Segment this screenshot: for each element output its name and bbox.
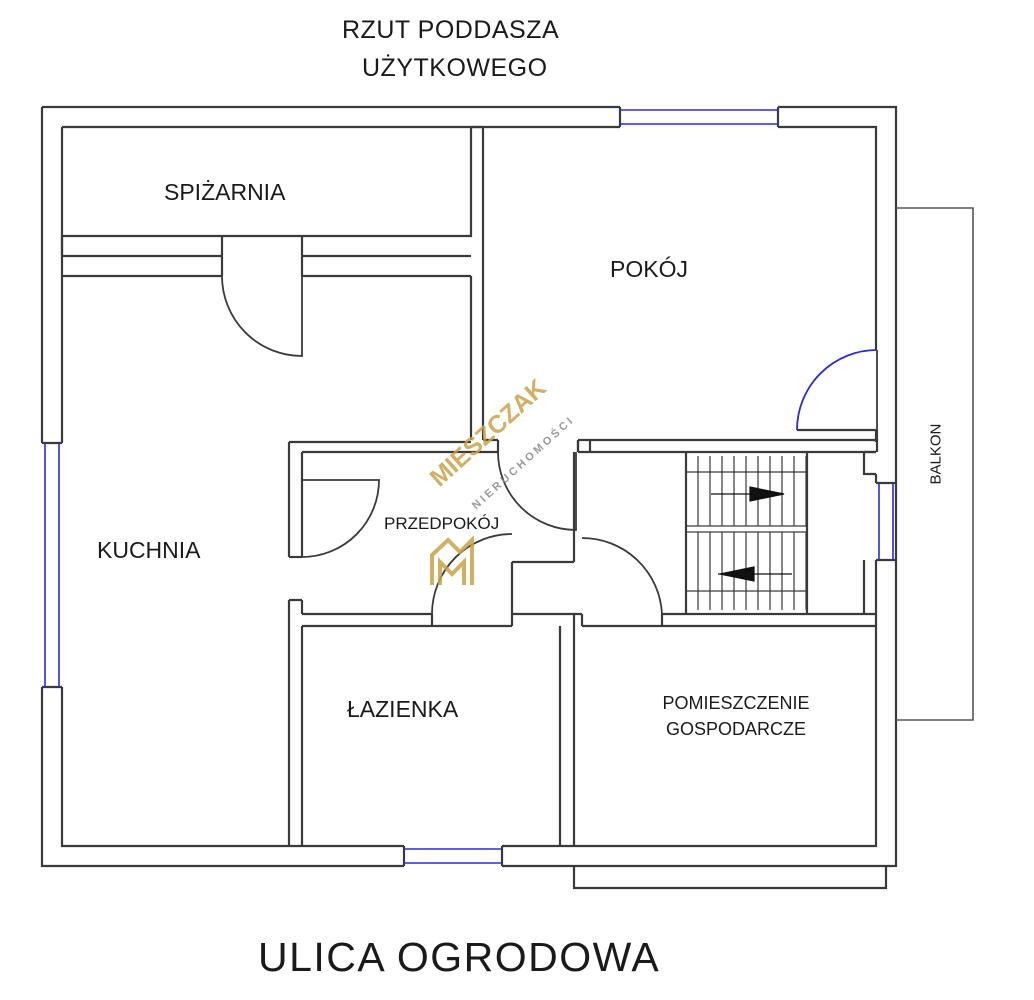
bathroom-walls [432, 614, 576, 846]
door-utility [581, 537, 663, 615]
stairs-arrows [711, 486, 792, 582]
room-label-utility-line2: GOSPODARCZE [665, 719, 807, 739]
street-label: ULICA OGRODOWA [258, 934, 661, 980]
window-bottom [404, 848, 502, 864]
window-left [44, 443, 60, 687]
door-pantry [221, 275, 303, 357]
room-label-utility: POMIESZCZENIE GOSPODARCZE [646, 690, 826, 742]
outer-wall [40, 105, 898, 890]
door-kitchen [301, 479, 380, 558]
plan-title-line2: UŻYTKOWEGO [362, 54, 548, 82]
watermark-logo [430, 535, 474, 585]
room-label-utility-line1: POMIESZCZENIE [662, 693, 810, 713]
window-top [620, 109, 778, 125]
utility-walls [574, 612, 876, 628]
balcony-label: BALKON [927, 423, 945, 485]
room-label-bathroom: ŁAZIENKA [347, 696, 459, 722]
door-balcony [796, 349, 878, 431]
stairs-walls [684, 450, 876, 614]
room-label-kitchen: KUCHNIA [97, 537, 201, 563]
door-hall-top [497, 451, 577, 531]
room-label-room: POKÓJ [610, 256, 688, 282]
pantry-walls [60, 127, 473, 440]
plan-title-line1: RZUT PODDASZA [342, 16, 560, 44]
room-label-pantry: SPIŻARNIA [164, 179, 286, 205]
balcony-outline [896, 207, 974, 721]
room-walls [483, 428, 879, 452]
window-right [878, 483, 894, 560]
door-bathroom [431, 533, 513, 615]
stairs [686, 456, 807, 610]
kitchen-walls [287, 440, 498, 846]
room-label-hall: PRZEDPOKÓJ [384, 514, 500, 533]
